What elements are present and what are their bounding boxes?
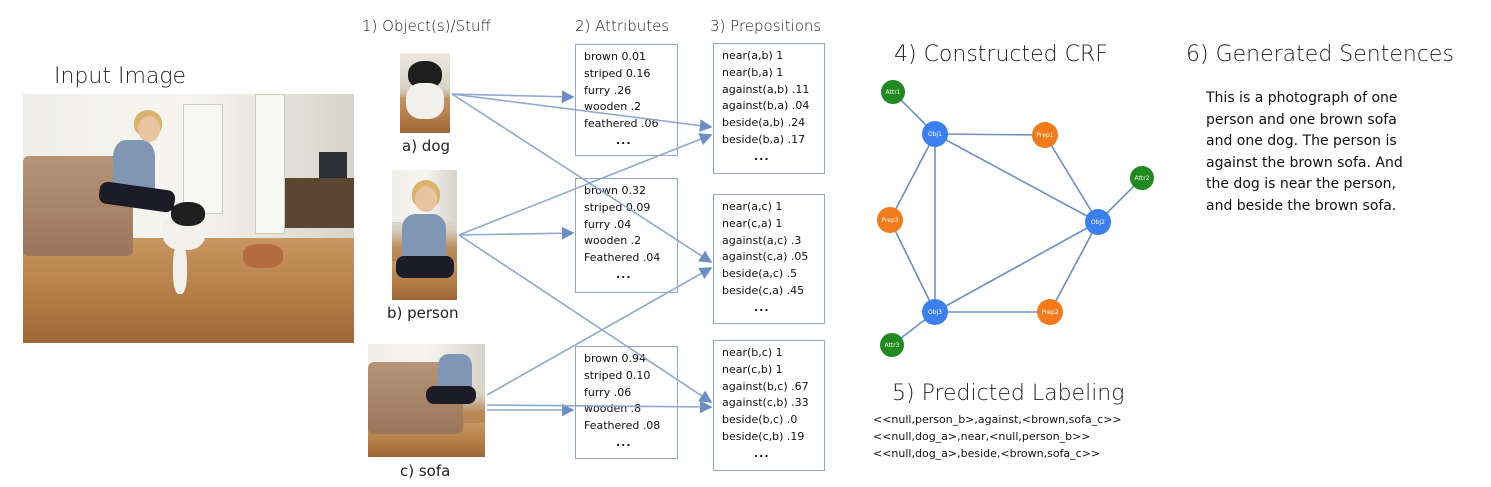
arrow-dog-attributes [451, 90, 575, 104]
preposition-row: near(b,c) 1 [722, 346, 783, 359]
edge-obj1-prep1 [934, 133, 1046, 136]
sentence-line: and beside the brown sofa. [1206, 197, 1397, 214]
preposition-row: beside(b,a) .17 [722, 132, 806, 146]
sentence-line: against the brown sofa. And [1206, 154, 1403, 171]
ellipsis: ... [754, 149, 770, 163]
crf-node-obj2-label: Obj2 [1091, 219, 1105, 226]
labeling-line: <<null,person_b>,against,<brown,sofa_c>> [873, 413, 1122, 426]
object-label-sofa: c) sofa [400, 462, 451, 480]
preposition-box-ac: near(a,c) 1 near(c,a) 1 against(a,c) .3 … [713, 194, 825, 324]
attribute-row: brown 0.32 [584, 184, 646, 197]
ellipsis: ... [754, 446, 770, 460]
preposition-row: against(b,a) .04 [722, 99, 810, 113]
edge-obj3-obj2 [934, 221, 1099, 313]
object-label-dog: a) dog [402, 137, 451, 155]
preposition-row: against(a,c) .3 [722, 233, 802, 247]
sentence-line: person and one brown sofa [1206, 111, 1397, 128]
attribute-row: Feathered .04 [584, 251, 661, 265]
person-crop [392, 170, 457, 300]
ellipsis: ... [616, 133, 632, 147]
input-image-title: Input Image [54, 64, 187, 89]
crf-node-prep2-label: Prep2 [1041, 309, 1058, 316]
edge-prep3-obj3 [889, 219, 936, 313]
preposition-row: beside(a,c) .5 [722, 267, 798, 281]
crf-node-attr2-label: Attr2 [1135, 175, 1150, 182]
ellipsis: ... [754, 300, 770, 314]
crf-node-obj2: Obj2 [1085, 209, 1111, 235]
edge-obj1-prep3 [889, 133, 936, 221]
attribute-row: wooden .2 [584, 234, 642, 248]
crf-node-obj1-label: Obj1 [928, 131, 942, 138]
preposition-row: near(a,b) 1 [722, 49, 784, 62]
crf-node-attr3: Attr3 [880, 333, 904, 357]
preposition-row: near(b,a) 1 [722, 65, 784, 79]
preposition-row: against(a,b) .11 [722, 82, 810, 96]
crf-node-attr3-label: Attr3 [885, 342, 900, 349]
preposition-row: beside(b,c) .0 [722, 413, 798, 427]
preposition-row: beside(a,b) .24 [722, 116, 806, 130]
edge-prep1-obj2 [1044, 134, 1099, 223]
preposition-row: beside(c,b) .19 [722, 429, 805, 443]
preposition-row: against(c,a) .05 [722, 250, 809, 264]
attribute-row: feathered .06 [584, 117, 659, 131]
sentence-line: This is a photograph of one [1206, 90, 1398, 106]
attribute-row: striped 0.09 [584, 200, 651, 214]
crf-node-prep1: Prep1 [1032, 122, 1058, 148]
dog-crop [400, 53, 450, 133]
preposition-row: against(b,c) .67 [722, 379, 809, 393]
crf-graph: Attr1 Obj1 Prep1 Attr2 Prep3 Obj2 Obj3 P… [877, 80, 1154, 357]
preposition-row: near(c,a) 1 [722, 216, 783, 230]
sentence-line: the dog is near the person, [1206, 176, 1396, 192]
step1-title: 1) Object(s)/Stuff [362, 17, 491, 35]
attribute-row: Feathered .08 [584, 419, 661, 433]
predicted-labeling: <<null,person_b>,against,<brown,sofa_c>>… [873, 411, 1122, 462]
preposition-row: near(c,b) 1 [722, 362, 783, 376]
arrow-person-attributes [458, 226, 575, 240]
step6-title: 6) Generated Sentences [1186, 42, 1454, 67]
ellipsis: ... [616, 435, 632, 449]
preposition-row: near(a,c) 1 [722, 200, 783, 213]
crf-node-prep2: Prep2 [1037, 299, 1063, 325]
crf-node-prep3: Prep3 [877, 207, 903, 233]
sentence-line: and one dog. The person is [1206, 133, 1397, 149]
labeling-line: <<null,dog_a>,near,<null,person_b>> [873, 430, 1091, 443]
attribute-box-sofa: brown 0.94 striped 0.10 furry .06 wooden… [575, 346, 678, 459]
preposition-box-ab: near(a,b) 1 near(b,a) 1 against(a,b) .11… [713, 43, 825, 174]
attribute-box-dog: brown 0.01 striped 0.16 furry .26 wooden… [575, 44, 678, 156]
crf-node-obj3-label: Obj3 [928, 309, 942, 316]
step4-title: 4) Constructed CRF [894, 42, 1108, 67]
generated-sentences: This is a photograph of one person and o… [1206, 88, 1403, 217]
step2-title: 2) Attributes [575, 17, 670, 35]
attribute-row: furry .04 [584, 217, 632, 231]
edge-prep2-obj2 [1049, 221, 1099, 313]
sofa-crop [368, 344, 485, 457]
attribute-row: striped 0.16 [584, 66, 651, 80]
crf-node-attr2: Attr2 [1130, 166, 1154, 190]
preposition-row: beside(c,a) .45 [722, 283, 805, 297]
attribute-row: striped 0.10 [584, 368, 651, 382]
preposition-row: against(c,b) .33 [722, 396, 809, 410]
attribute-row: furry .06 [584, 385, 632, 399]
crf-node-attr1-label: Attr1 [886, 89, 901, 96]
step3-title: 3) Prepositions [710, 17, 822, 35]
attribute-row: brown 0.94 [584, 352, 646, 365]
attribute-row: wooden .2 [584, 100, 642, 114]
attribute-row: furry .26 [584, 83, 632, 97]
crf-node-prep1-label: Prep1 [1036, 132, 1053, 139]
preposition-box-bc: near(b,c) 1 near(c,b) 1 against(b,c) .67… [713, 340, 825, 471]
object-label-person: b) person [387, 304, 459, 322]
crf-node-obj1: Obj1 [922, 121, 948, 147]
step5-title: 5) Predicted Labeling [892, 381, 1125, 406]
edge-obj1-obj2 [934, 133, 1099, 223]
attribute-row: brown 0.01 [584, 50, 646, 63]
crf-node-prep3-label: Prep3 [881, 217, 898, 224]
ellipsis: ... [616, 267, 632, 281]
crf-node-obj3: Obj3 [922, 299, 948, 325]
input-photo [23, 94, 354, 343]
crf-node-attr1: Attr1 [881, 80, 905, 104]
attribute-row: wooden .8 [584, 402, 642, 416]
labeling-line: <<null,dog_a>,beside,<brown,sofa_c>> [873, 447, 1101, 460]
attribute-box-person: brown 0.32 striped 0.09 furry .04 wooden… [575, 178, 678, 293]
